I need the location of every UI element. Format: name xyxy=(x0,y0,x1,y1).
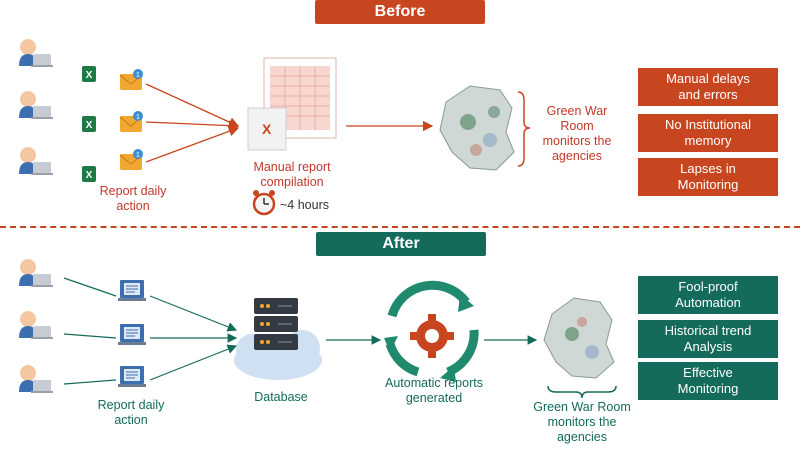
person-icon xyxy=(19,259,53,287)
person-icon xyxy=(19,39,53,67)
benefit-box: Effective Monitoring xyxy=(638,362,778,400)
issue-box: Lapses in Monitoring xyxy=(638,158,778,196)
person-icon xyxy=(19,311,53,339)
time-label: ~4 hours xyxy=(280,198,329,212)
cycle-arrows-icon xyxy=(384,280,479,382)
alarm-clock-icon xyxy=(252,190,276,216)
excel-icon xyxy=(82,116,96,132)
person-icon xyxy=(19,147,53,175)
report-sheet-icon: X xyxy=(247,57,337,151)
person-icon xyxy=(19,91,53,119)
auto-reports-label: Automatic reports generated xyxy=(385,376,483,405)
map-icon xyxy=(543,297,615,379)
database-label: Database xyxy=(254,390,308,404)
benefit-box: Fool-proof Automation xyxy=(638,276,778,314)
brace-icon xyxy=(547,385,617,399)
laptop-document-icon xyxy=(117,365,147,388)
compile-label: Manual report compilation xyxy=(253,160,331,189)
benefit-box: Historical trend Analysis xyxy=(638,320,778,358)
gear-icon xyxy=(410,314,454,358)
after-monitor-label: Green War Room monitors the agencies xyxy=(533,400,631,444)
excel-icon xyxy=(82,66,96,82)
before-monitor-label: Green War Room monitors the agencies xyxy=(542,104,612,163)
issue-box: No Institutional memory xyxy=(638,114,778,152)
svg-text:X: X xyxy=(262,121,272,137)
database-server-icon xyxy=(254,298,298,350)
email-icon xyxy=(119,68,144,91)
after-banner: After xyxy=(316,232,486,256)
before-report-label: Report daily action xyxy=(99,184,167,213)
email-icon xyxy=(119,110,144,133)
after-report-label: Report daily action xyxy=(97,398,165,427)
map-icon xyxy=(439,85,515,171)
excel-icon xyxy=(82,166,96,182)
issue-box: Manual delays and errors xyxy=(638,68,778,106)
before-banner: Before xyxy=(315,0,485,24)
email-icon xyxy=(119,148,144,171)
laptop-document-icon xyxy=(117,323,147,346)
brace-icon xyxy=(517,91,531,167)
laptop-document-icon xyxy=(117,279,147,302)
section-divider xyxy=(0,226,800,228)
person-icon xyxy=(19,365,53,393)
